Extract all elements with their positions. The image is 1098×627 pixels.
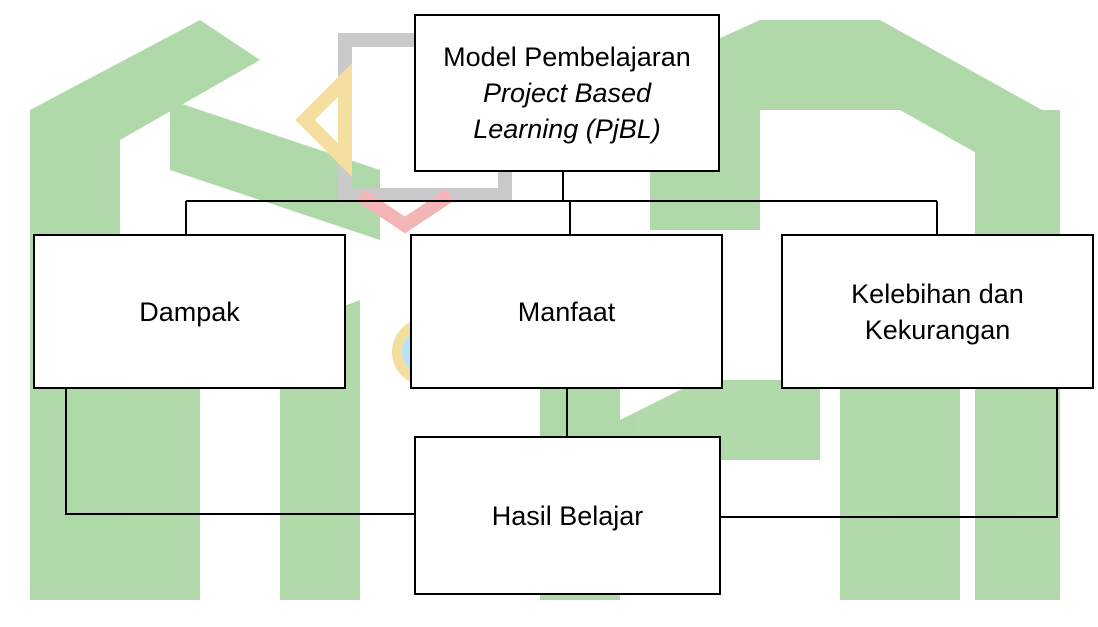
- dampak-node-label: Dampak: [139, 296, 240, 327]
- edge-kelebihan-hasil: [720, 388, 1058, 518]
- hasil-node-label: Hasil Belajar: [491, 500, 644, 531]
- manfaat-node: Manfaat: [410, 234, 723, 389]
- kelebihan-node-line1: Kelebihan dan: [851, 278, 1024, 309]
- dampak-node: Dampak: [33, 234, 346, 389]
- root-node-line3: Learning (PjBL): [473, 114, 661, 144]
- kelebihan-node: Kelebihan dan Kekurangan: [781, 234, 1094, 389]
- edge-dampak-hasil: [65, 388, 414, 515]
- kelebihan-node-line2: Kekurangan: [864, 314, 1011, 345]
- manfaat-node-label: Manfaat: [517, 296, 616, 327]
- root-node-line1: Model Pembelajaran: [443, 42, 691, 72]
- root-node: Model Pembelajaran Project Based Learnin…: [414, 14, 720, 172]
- root-node-line2: Project Based: [482, 78, 652, 108]
- hasil-node: Hasil Belajar: [414, 436, 721, 595]
